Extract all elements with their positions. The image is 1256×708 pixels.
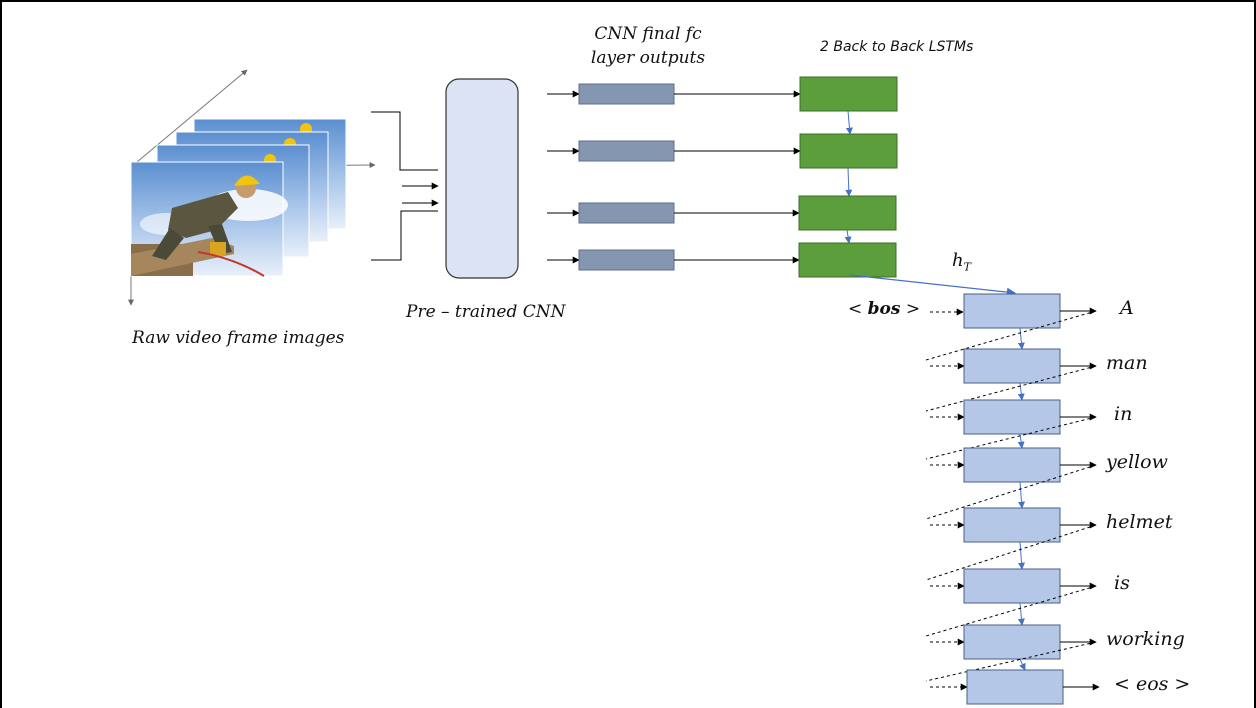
word-feedback-line xyxy=(925,416,1097,460)
decoder-row xyxy=(966,669,1100,705)
decoder-lstm-box xyxy=(963,507,1061,543)
encoder-lstm-box xyxy=(799,133,898,169)
pretrained-cnn-block xyxy=(445,78,519,279)
decoder-lstm-link xyxy=(1019,658,1026,671)
decoder-lstm-link xyxy=(1017,602,1025,626)
output-word: helmet xyxy=(1106,511,1173,533)
fc-output-box xyxy=(578,202,675,224)
encoder-row xyxy=(547,76,898,135)
output-word: is xyxy=(1114,572,1130,594)
decoder-lstm-box xyxy=(963,399,1061,435)
output-word: yellow xyxy=(1106,451,1168,473)
lstm-title: 2 Back to Back LSTMs xyxy=(820,39,974,55)
depth-axis xyxy=(130,69,248,168)
output-word: < eos > xyxy=(1114,673,1191,695)
decoder-row xyxy=(925,447,1097,529)
fc-output-box xyxy=(578,83,675,105)
encoder-lstm-box xyxy=(798,242,897,278)
output-word: working xyxy=(1106,628,1185,650)
video-frames-stack xyxy=(128,69,376,306)
decoder-row xyxy=(925,399,1097,469)
encoder-lstm-link xyxy=(844,229,852,244)
output-word: in xyxy=(1114,403,1133,425)
decoder-row xyxy=(925,568,1097,646)
encoder-row xyxy=(547,195,897,244)
raw-frames-label: Raw video frame images xyxy=(132,328,345,348)
hidden-state-symbol: h xyxy=(952,250,964,271)
hidden-state-link xyxy=(849,274,1016,297)
encoder-rows xyxy=(547,76,898,278)
decoder-lstm-link xyxy=(1017,433,1025,449)
decoder-lstm-box xyxy=(963,447,1061,483)
decoder-lstm-box xyxy=(963,293,1061,329)
encoder-lstm-link xyxy=(845,110,853,135)
hidden-state-label: hT xyxy=(952,250,971,274)
encoder-lstm-box xyxy=(798,195,897,231)
hidden-state-subscript: T xyxy=(963,260,971,274)
output-word: A xyxy=(1120,297,1134,319)
cnn-output-title: CNN final fc layer outputs xyxy=(574,22,722,70)
fc-output-box xyxy=(578,249,675,271)
decoder-lstm-link xyxy=(1018,481,1026,509)
decoder-lstm-link xyxy=(1018,541,1026,570)
video-frame-1 xyxy=(130,161,288,277)
word-feedback-line xyxy=(925,365,1097,412)
frame-to-cnn-connectors xyxy=(371,111,439,261)
encoder-lstm-link xyxy=(845,167,853,197)
decoder-rows xyxy=(925,293,1100,705)
decoder-row xyxy=(925,293,1097,370)
bos-open: < xyxy=(848,299,868,319)
decoder-lstm-box xyxy=(963,348,1061,384)
fc-output-box xyxy=(578,140,675,162)
decoder-lstm-box xyxy=(966,669,1064,705)
decoder-row xyxy=(925,624,1097,691)
word-feedback-line xyxy=(925,641,1097,682)
decoder-row xyxy=(925,348,1097,421)
decoder-lstm-box xyxy=(963,568,1061,604)
encoder-lstm-box xyxy=(799,76,898,112)
decoder-lstm-link xyxy=(1017,327,1025,350)
encoder-row xyxy=(547,242,897,278)
bos-text: bos xyxy=(867,299,901,319)
bos-token-label: < bos > xyxy=(848,299,920,319)
cnn-output-title-line1: CNN final fc xyxy=(594,24,702,44)
output-word: man xyxy=(1106,352,1148,374)
encoder-row xyxy=(547,133,898,197)
pretrained-cnn-label: Pre – trained CNN xyxy=(406,302,566,322)
decoder-row xyxy=(925,507,1097,590)
cnn-output-title-line2: layer outputs xyxy=(590,48,706,68)
decoder-lstm-box xyxy=(963,624,1061,660)
bos-close: > xyxy=(900,299,921,319)
